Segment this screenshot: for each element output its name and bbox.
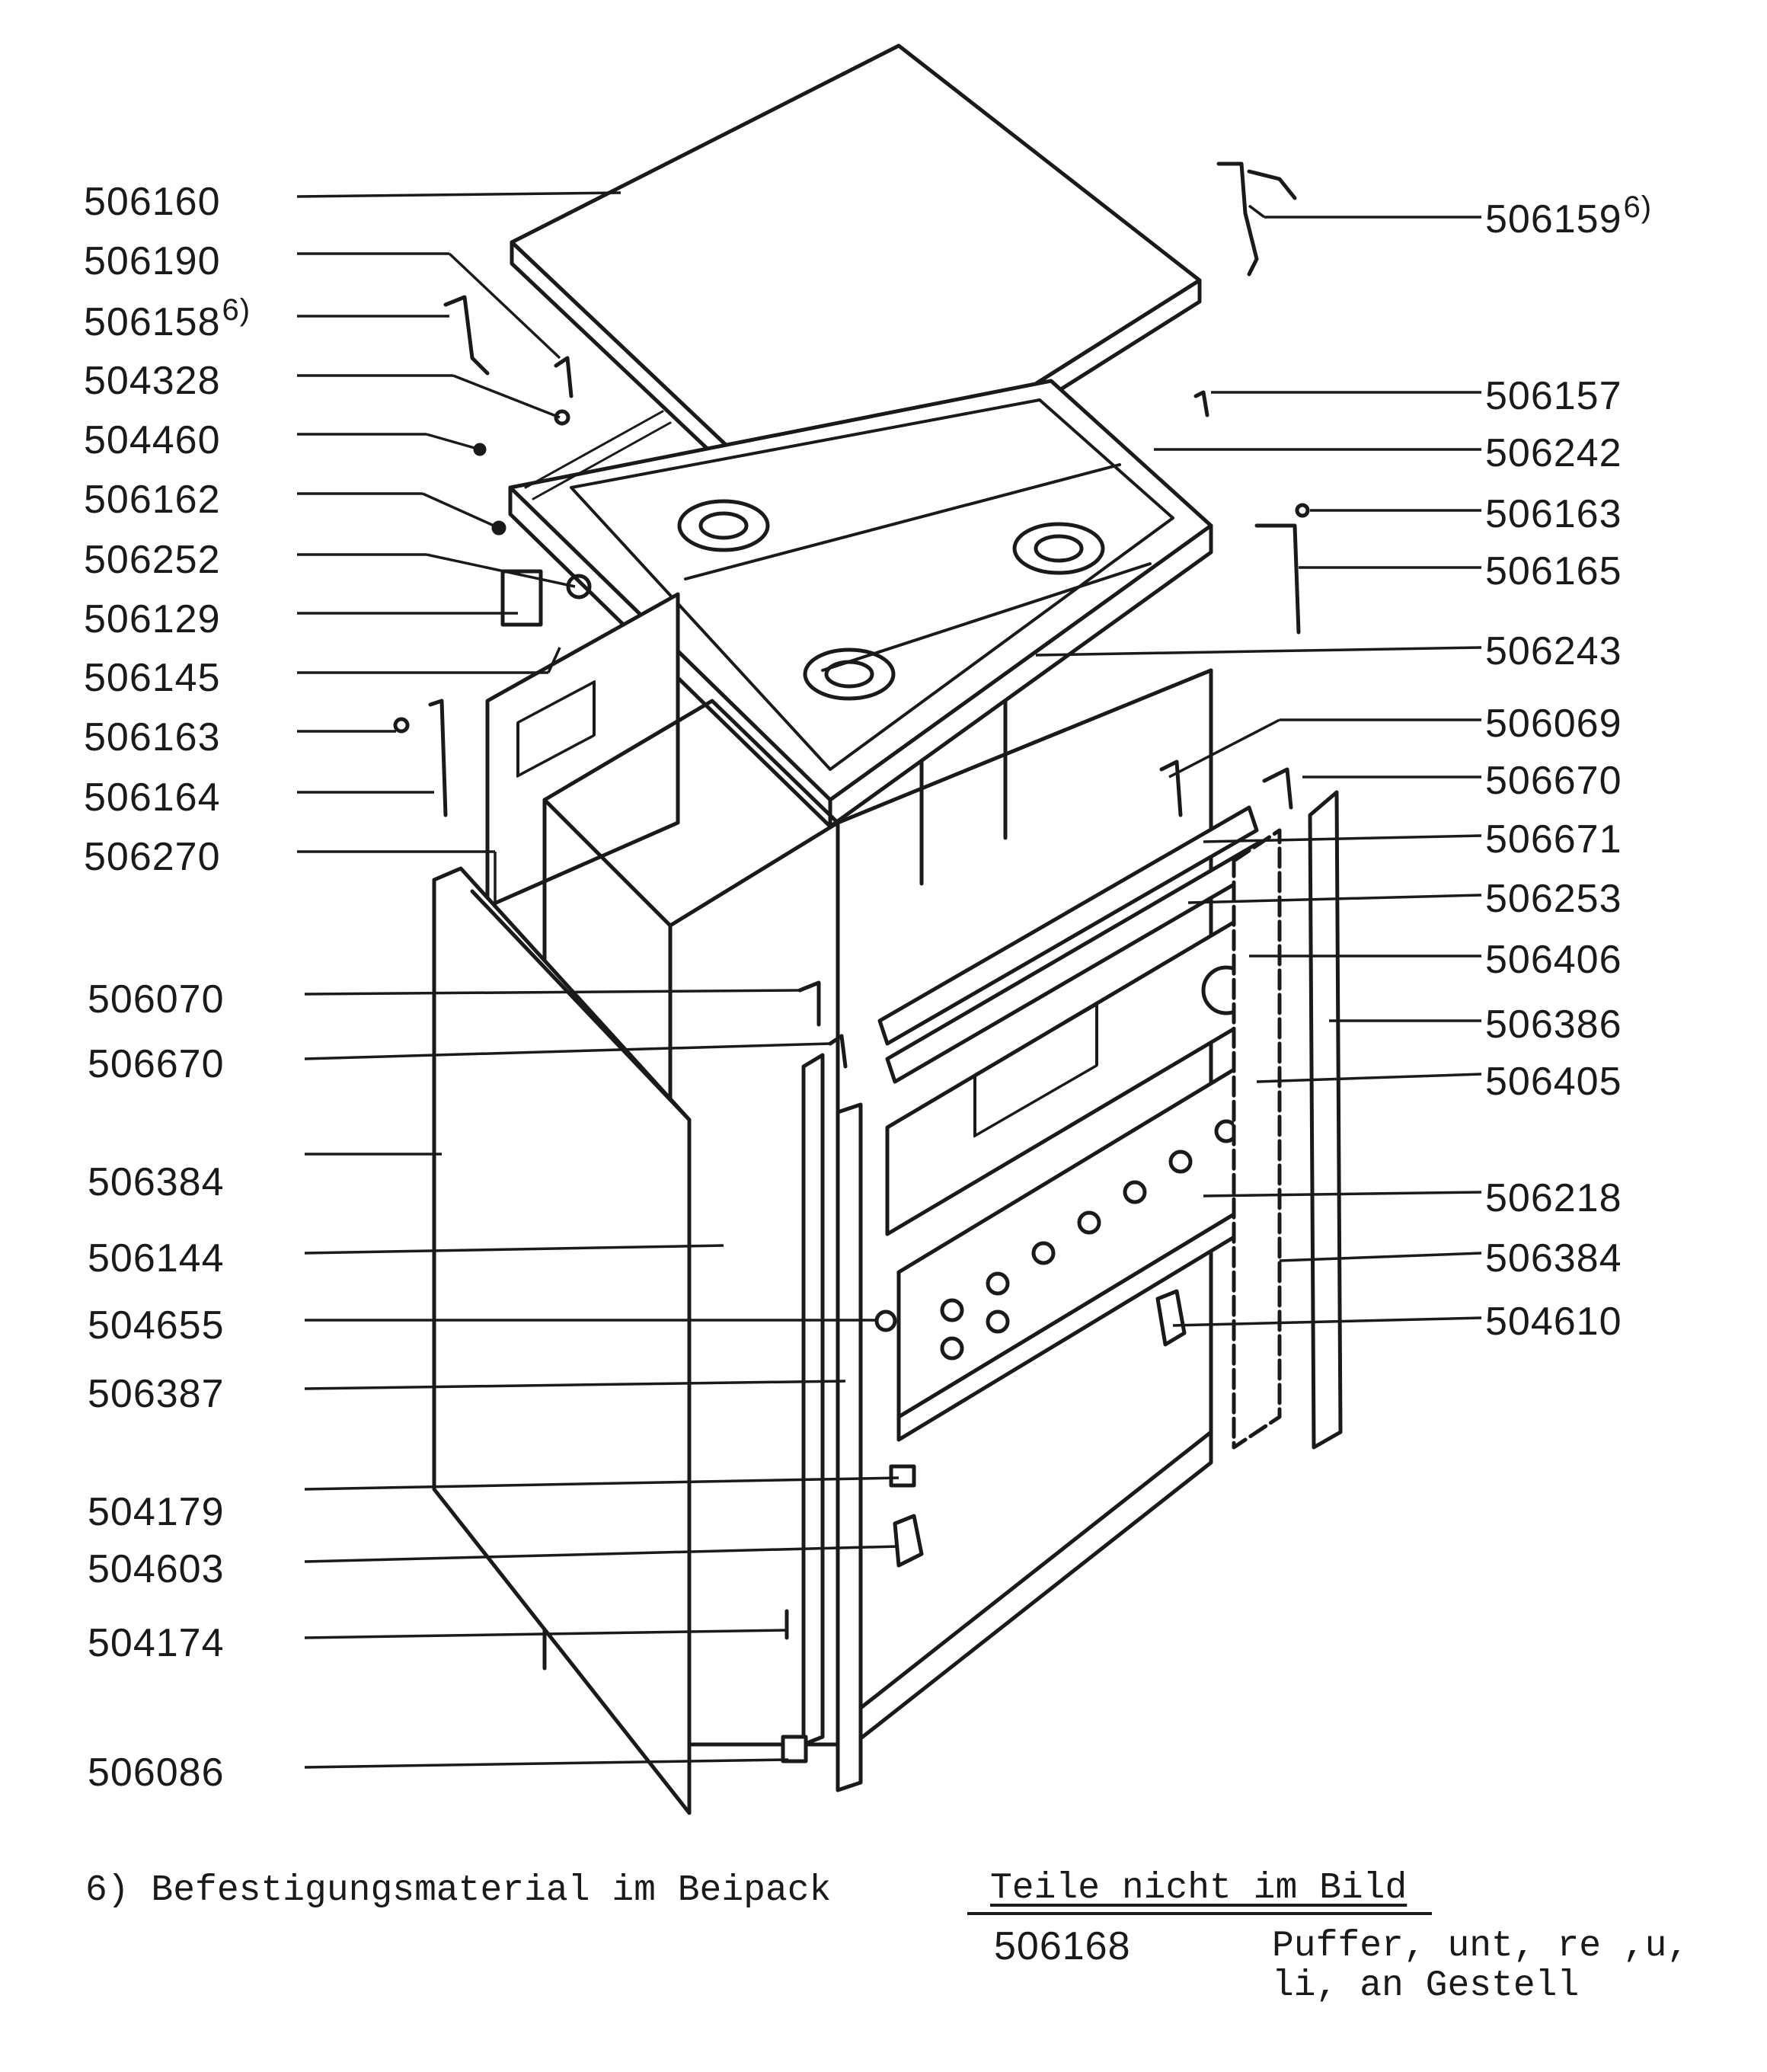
part-number-label: 506157 [1485,374,1622,418]
part-number-label: 506163 [84,715,221,759]
part-number-label: 504328 [84,359,221,403]
part-number-label: 504610 [1485,1300,1622,1344]
part-number-label: 506145 [84,656,221,700]
part-number-label: 504603 [88,1547,225,1591]
part-number-label: 506386 [1485,1002,1622,1047]
not-shown-title: Teile nicht im Bild [990,1868,1408,1909]
part-number-label: 504460 [84,418,221,462]
part-number-label: 506253 [1485,877,1622,921]
part-number-label: 506405 [1485,1060,1622,1104]
part-number-label: 506086 [88,1751,225,1795]
part-number-label: 504179 [88,1490,225,1534]
part-number-label: 504655 [88,1303,225,1348]
hob-tray [508,379,1213,829]
part-number-label: 506243 [1485,629,1622,673]
part-number-label: 506252 [84,538,221,582]
part-number-label: 506670 [1485,759,1622,803]
not-shown-description-line1: Puffer, unt, re ,u, [1272,1926,1689,1967]
part-number-label: 506384 [1485,1236,1622,1281]
footnote: 6) Befestigungsmaterial im Beipack [85,1870,832,1911]
not-shown-underline [967,1912,1432,1915]
part-number-label: 506270 [84,835,221,879]
part-number-label: 506190 [84,239,221,283]
part-number-label: 506406 [1485,938,1622,982]
part-number-label: 506164 [84,775,221,820]
part-number-label: 506670 [88,1042,225,1086]
footnote-marker: 6) [1623,190,1653,224]
part-number-label: 506165 [1485,549,1622,593]
front-frame-strip [801,1053,863,1792]
part-number-label: 506242 [1485,431,1622,475]
part-number-label: 506163 [1485,492,1622,536]
left-side-panel [432,866,692,1815]
control-panel-assembly [877,805,1270,1442]
back-panel [485,592,680,909]
part-number-label: 506070 [88,977,225,1022]
part-number-label: 506384 [88,1160,225,1204]
part-number-label: 5061596) [1485,190,1653,241]
leader-lines [296,191,1482,1769]
footnote-marker: 6) [222,293,251,327]
not-shown-description-line2: li, an Gestell [1272,1965,1580,2006]
right-side-panel [1232,790,1343,1450]
part-number-label: 506162 [84,478,221,522]
part-number-label: 506387 [88,1372,225,1416]
part-number-label: 506129 [84,597,221,641]
part-number-label: 506218 [1485,1176,1622,1220]
small-parts [393,161,1310,1763]
part-number-label: 5061586) [84,293,251,344]
part-number-label: 504174 [88,1621,225,1665]
part-number-label: 506144 [88,1236,225,1281]
not-shown-part-number: 506168 [994,1924,1131,1968]
part-number-label: 506160 [84,180,221,224]
part-number-label: 506671 [1485,817,1622,862]
part-number-label: 506069 [1485,702,1622,746]
